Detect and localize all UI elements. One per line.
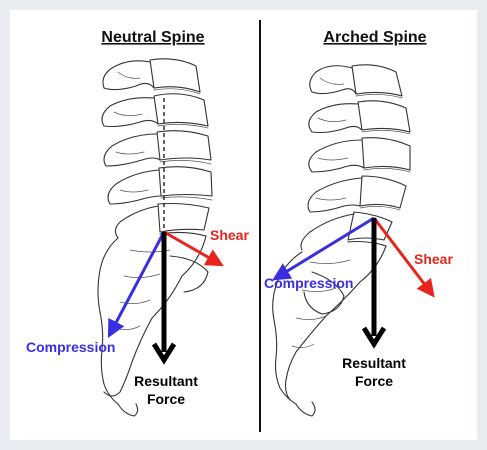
arched-spine-panel: Arched Spine [264,29,453,417]
diagram-background [10,10,477,440]
arched-compression-arrow [272,216,375,281]
arched-compression-label: Compression [264,275,353,291]
arched-spine-title: Arched Spine [323,29,426,46]
neutral-spine-illustration [97,58,213,417]
neutral-shear-arrow [163,230,224,267]
arched-resultant-label-line2: Force [355,373,393,389]
neutral-compression-arrow [107,231,166,338]
neutral-compression-label: Compression [26,339,115,355]
neutral-resultant-label-line2: Force [147,391,185,407]
arched-shear-label: Shear [414,251,453,267]
neutral-spine-panel: Neutral Spine [26,29,249,417]
neutral-shear-label: Shear [210,227,249,243]
neutral-resultant-label-line1: Resultant [134,373,198,389]
neutral-resultant-arrow [151,232,177,365]
neutral-spine-title: Neutral Spine [101,29,204,46]
arched-resultant-arrow [361,218,387,349]
arched-resultant-label-line1: Resultant [342,355,406,371]
arched-shear-arrow [372,217,435,298]
